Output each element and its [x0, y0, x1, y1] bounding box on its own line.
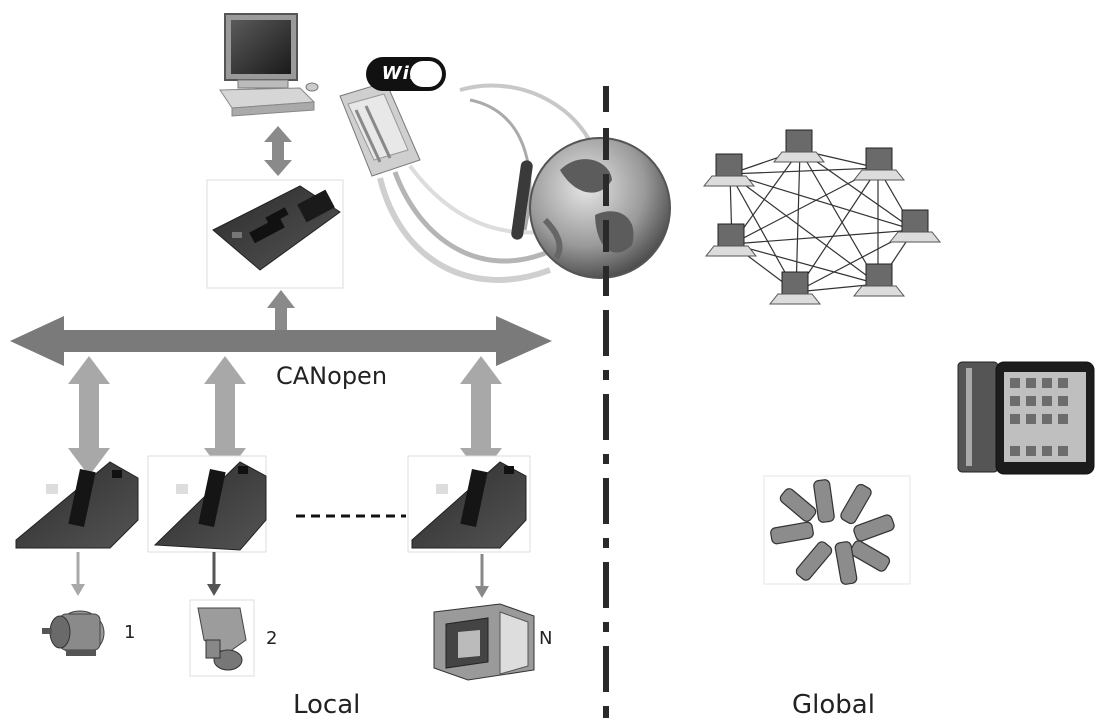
- node-1-number: 1: [124, 622, 136, 643]
- valve-actuator-icon: [189, 599, 255, 677]
- oven-icon: [433, 603, 535, 681]
- node-1-board-icon: [15, 461, 139, 549]
- desktop-computer-icon: [219, 13, 319, 117]
- gateway-bus-arrow: [267, 290, 295, 336]
- node-n-arrow: [460, 356, 502, 476]
- node-1-arrow: [68, 356, 110, 476]
- node-2-board-icon: [147, 455, 267, 553]
- gateway-board-icon: [206, 179, 344, 289]
- local-scope-label: Local: [293, 690, 361, 720]
- wifi-module-icon: [339, 81, 602, 283]
- node-2-number: 2: [266, 628, 278, 649]
- globe-icon: [529, 137, 671, 279]
- local-global-divider: [603, 86, 609, 718]
- canopen-bus-label: CANopen: [276, 362, 388, 390]
- wifi-logo-icon: [366, 57, 446, 91]
- node-n-device-arrow: [475, 554, 489, 598]
- global-scope-label: Global: [792, 690, 875, 720]
- electric-motor-icon: [42, 610, 105, 656]
- computer-network-icon: [702, 129, 942, 305]
- node-1-device-arrow: [71, 552, 85, 596]
- canopen-bus-arrow: [10, 316, 552, 366]
- tablet-icon: [957, 361, 1095, 475]
- node-2-arrow: [204, 356, 246, 476]
- wifi-logo-text: WiFi: [381, 63, 431, 84]
- node-n-board-icon: [407, 455, 531, 553]
- pc-gateway-arrow: [264, 126, 292, 176]
- node-2-device-arrow: [207, 552, 221, 596]
- node-n-number: N: [539, 628, 553, 649]
- mobile-phones-icon: [763, 475, 911, 585]
